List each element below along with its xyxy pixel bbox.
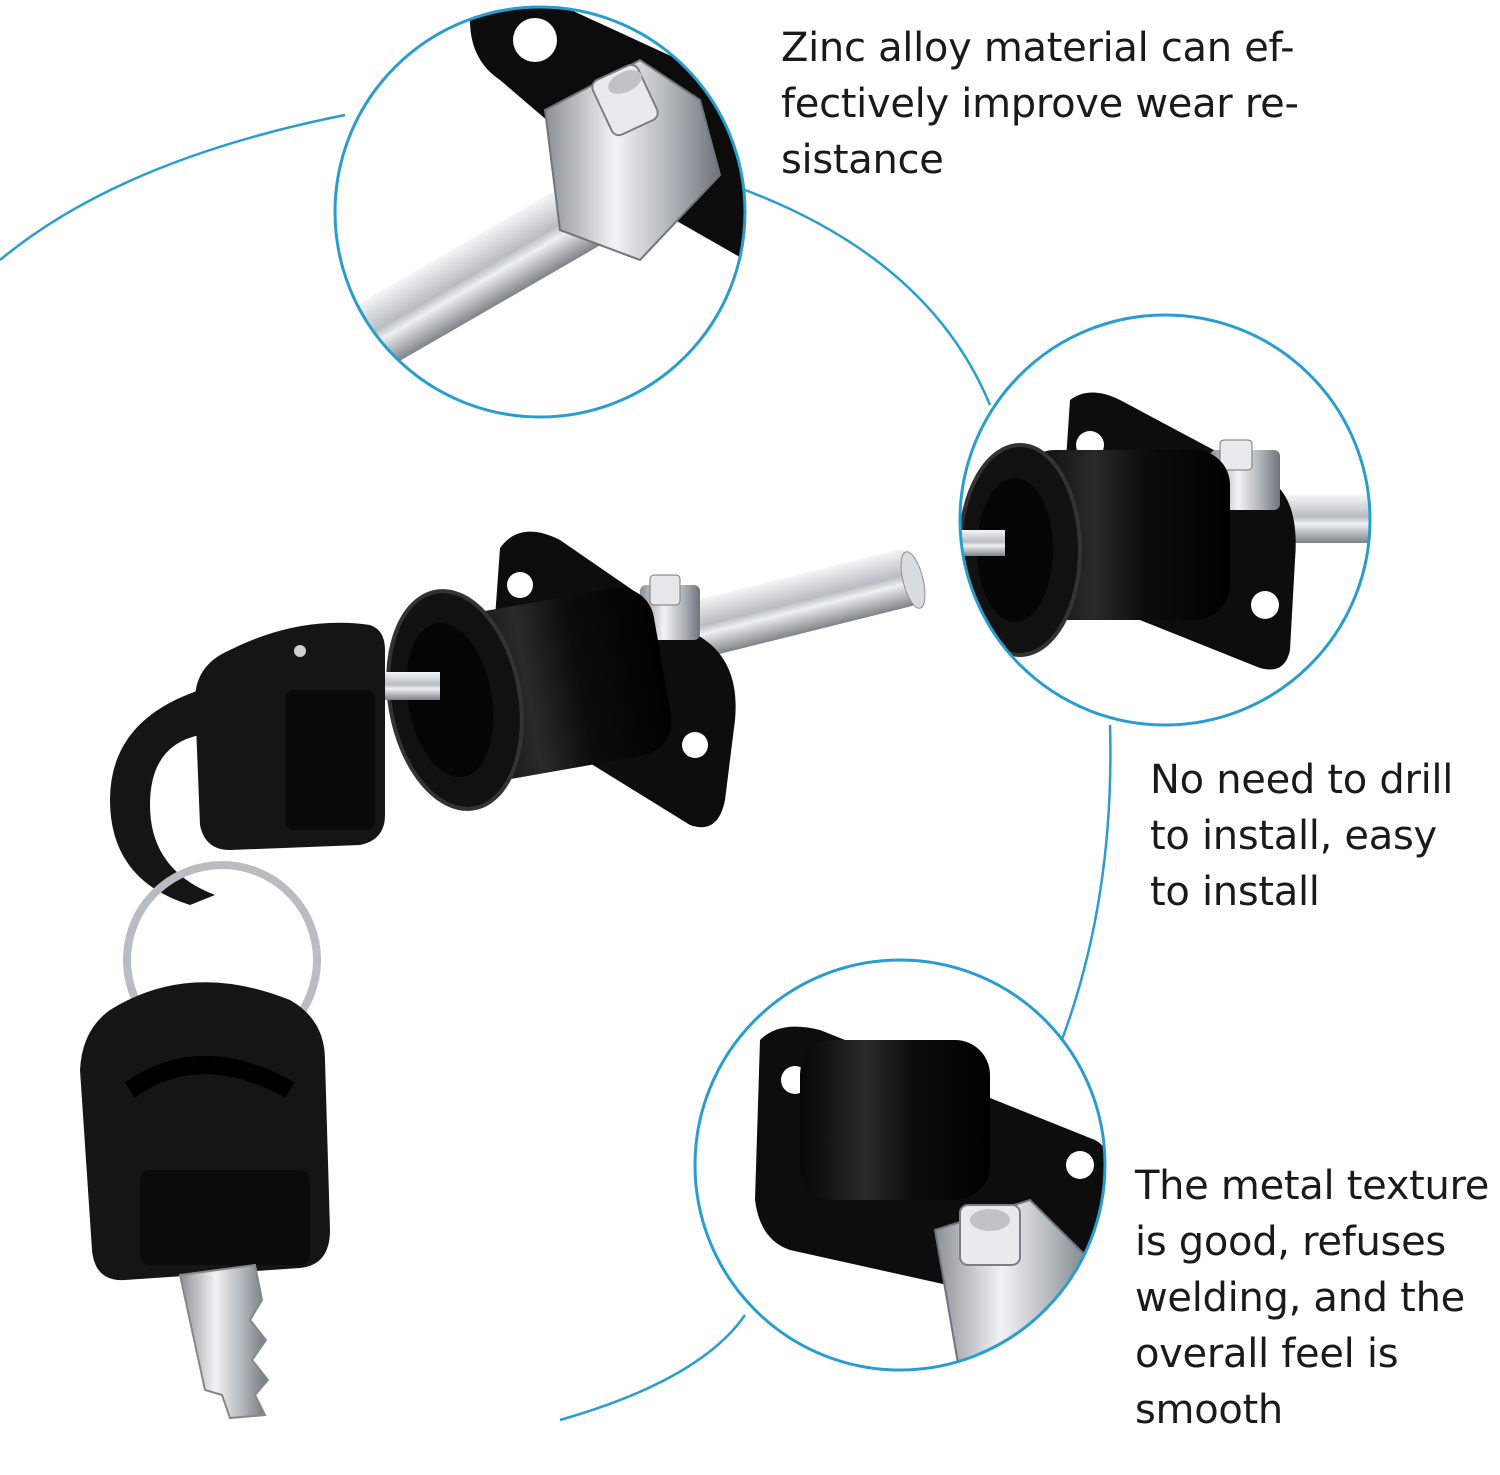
callout-line: No need to drill: [1150, 757, 1454, 803]
callout-text-wear-resistance: Zinc alloy material can ef- fectively im…: [781, 20, 1299, 188]
callout-line: to install, easy: [1150, 813, 1437, 859]
callout-text-easy-install: No need to drill to install, easy to ins…: [1150, 752, 1453, 920]
callout-line: overall feel is: [1135, 1331, 1399, 1377]
callout-line: sistance: [781, 137, 944, 183]
callout-line: to install: [1150, 869, 1320, 915]
callout-line: fectively improve wear re-: [781, 81, 1299, 127]
main-lock: [80, 531, 926, 1420]
callout-text-metal-texture: The metal texture is good, refuses weldi…: [1135, 1158, 1489, 1438]
connector-arcs: [0, 113, 1112, 1422]
callout-circle-2: [958, 313, 1372, 727]
callout-circle-1: [333, 5, 747, 419]
callout-line: welding, and the: [1135, 1275, 1465, 1321]
callout-circle-3: [693, 958, 1107, 1372]
callout-line: smooth: [1135, 1387, 1283, 1433]
callout-line: The metal texture: [1135, 1163, 1490, 1209]
callout-line: Zinc alloy material can ef-: [781, 25, 1295, 71]
callout-line: is good, refuses: [1135, 1219, 1446, 1265]
